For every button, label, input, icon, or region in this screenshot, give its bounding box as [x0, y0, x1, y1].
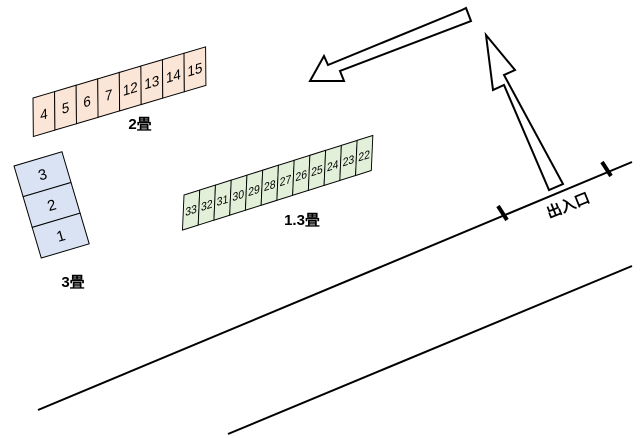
slot-number: 13	[144, 73, 159, 94]
group-3-tatami-label: 3畳	[61, 274, 84, 291]
slot-cell	[31, 212, 90, 259]
inbound-arrow	[484, 31, 565, 192]
slot-number: 23	[342, 154, 354, 170]
slot-number: 15	[187, 60, 202, 81]
slot-number: 27	[279, 173, 291, 189]
slot-number: 6	[83, 93, 91, 112]
slot-number: 25	[311, 163, 323, 179]
slot-number: 29	[248, 183, 260, 199]
slot-number: 30	[232, 188, 244, 204]
slot-cell	[355, 134, 374, 177]
entrance-tick-left	[496, 204, 509, 222]
slot-number: 33	[185, 203, 197, 219]
slot-number: 22	[358, 149, 370, 165]
slot-number: 12	[123, 79, 138, 100]
road-upper-line	[37, 161, 633, 411]
entrance-tick-right	[600, 160, 613, 178]
slot-number: 28	[264, 178, 276, 194]
outbound-arrow	[308, 6, 473, 82]
slot-number: 4	[40, 106, 48, 125]
road-lower-line	[227, 265, 633, 435]
slot-number: 26	[295, 168, 307, 184]
slot-cell	[183, 46, 207, 93]
slot-number: 32	[201, 198, 213, 214]
slot-number: 31	[216, 193, 228, 209]
slot-number: 14	[166, 66, 181, 87]
group-3-tatami: 321	[13, 151, 90, 259]
entrance-label: 出入口	[544, 189, 592, 223]
slot-number: 7	[105, 87, 113, 106]
group-1-3-tatami-label: 1.3畳	[284, 212, 320, 229]
slot-number: 24	[327, 159, 339, 175]
slot-number: 5	[62, 100, 70, 119]
group-2-tatami-label: 2畳	[128, 116, 151, 133]
